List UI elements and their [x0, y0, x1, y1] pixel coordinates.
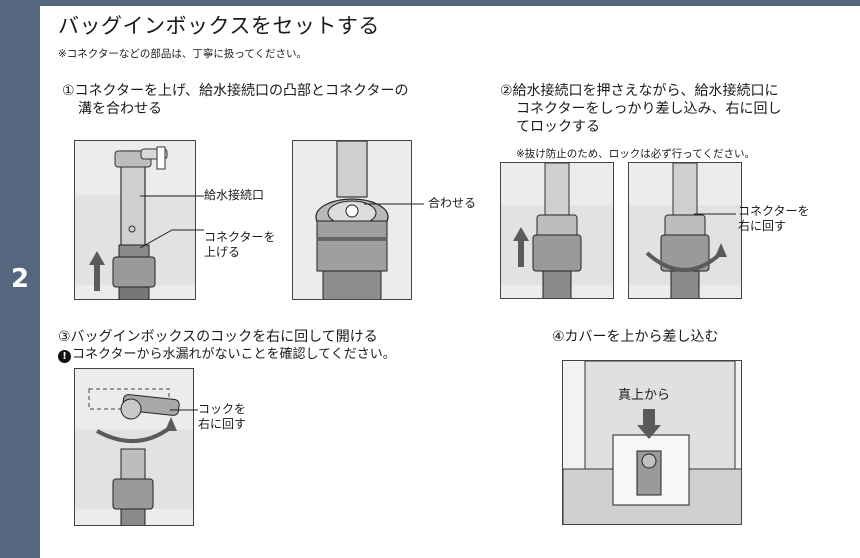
callout-inlet: 給水接続口 [204, 188, 265, 202]
section-tab: 2 [0, 0, 40, 558]
step-4-text: ④カバーを上から差し込む [552, 329, 719, 345]
callout-line-step2 [694, 213, 736, 215]
step-1-text: ①コネクターを上げ、給水接続口の凸部とコネクターの 溝を合わせる [62, 83, 409, 117]
exclamation-circle-icon: ! [58, 350, 71, 363]
section-number: 2 [10, 264, 30, 294]
callout-step2: コネクターを 右に回す [738, 204, 810, 233]
callout-align: 合わせる [428, 196, 477, 210]
top-rule [40, 0, 860, 6]
callout-line-step3 [170, 409, 198, 411]
step-2-note: ※抜け防止のため、ロックは必ず行ってください。 [516, 148, 755, 160]
photo-step1-lift [74, 140, 196, 300]
photo-step4-cover [562, 360, 742, 525]
callout-lines-step1 [140, 195, 204, 249]
photo-step2-insert [500, 162, 614, 299]
callout-step3: コックを 右に回す [198, 402, 247, 431]
photo-step1-align [292, 140, 412, 300]
step-2-text: ②給水接続口を押さえながら、給水接続口に コネクターをしっかり差し込み、右に回し… [500, 83, 782, 135]
step-3-text: ③バッグインボックスのコックを右に回して開ける !コネクターから水漏れがないこと… [58, 329, 396, 363]
photo-step3-cock [74, 368, 194, 526]
callout-line-align [364, 203, 424, 205]
page-title: バッグインボックスをセットする [58, 14, 380, 38]
label-from-above: 真上から [618, 388, 671, 403]
photo-step2-rotate [628, 162, 742, 299]
caution-note: ※コネクターなどの部品は、丁寧に扱ってください。 [58, 48, 308, 60]
callout-lift: コネクターを 上げる [204, 230, 276, 259]
